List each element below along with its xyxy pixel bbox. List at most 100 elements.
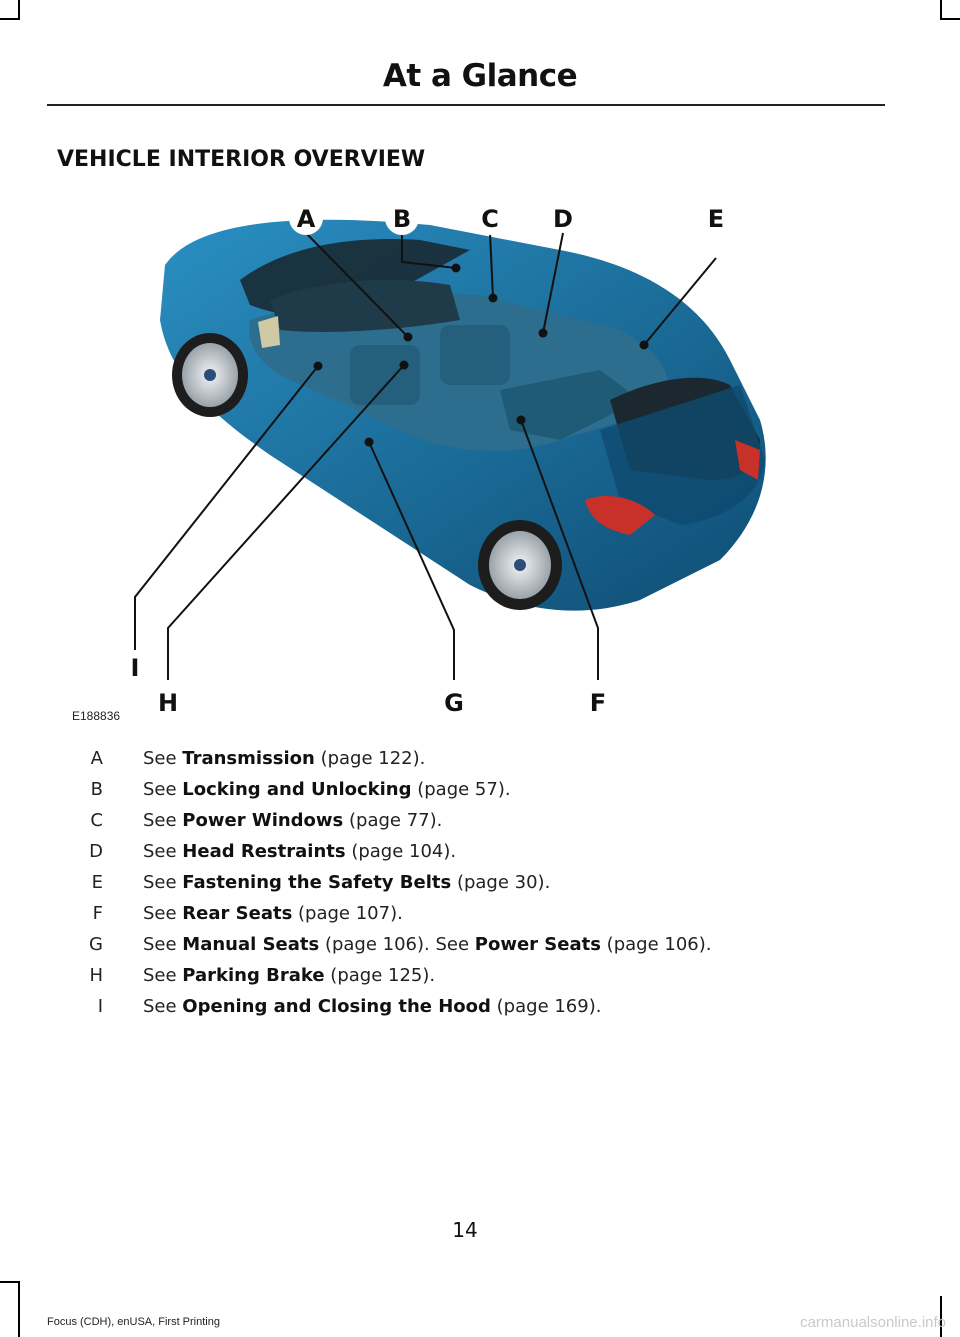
legend-row: A See Transmission (page 122). bbox=[60, 748, 920, 779]
legend-text: See Fastening the Safety Belts (page 30)… bbox=[143, 872, 550, 893]
legend-row: H See Parking Brake (page 125). bbox=[60, 965, 920, 996]
vehicle-interior-figure: A B C D E F G H I bbox=[131, 201, 766, 717]
dashboard bbox=[270, 280, 460, 332]
front-seat bbox=[350, 345, 420, 405]
crop-mark bbox=[18, 1281, 20, 1337]
cross-reference-link[interactable]: Parking Brake bbox=[182, 965, 325, 986]
cross-reference-link[interactable]: Head Restraints bbox=[182, 841, 346, 862]
callout-label-i: I bbox=[131, 654, 140, 682]
legend-text-part: See bbox=[143, 965, 183, 986]
legend-text-part: See bbox=[143, 779, 183, 800]
callout-label-b: B bbox=[393, 205, 411, 233]
legend-text-part: (page 57). bbox=[411, 779, 511, 800]
section-heading: VEHICLE INTERIOR OVERVIEW bbox=[57, 147, 426, 172]
legend-row: B See Locking and Unlocking (page 57). bbox=[60, 779, 920, 810]
crop-mark bbox=[942, 18, 960, 20]
legend-key: H bbox=[89, 965, 103, 986]
callout-label-d: D bbox=[553, 205, 573, 233]
callout-label-c: C bbox=[481, 205, 499, 233]
legend-text-part: See bbox=[143, 996, 183, 1017]
legend-text-part: See bbox=[143, 872, 183, 893]
car-illustration bbox=[160, 219, 766, 611]
leader-h bbox=[167, 364, 405, 680]
rear-seat bbox=[500, 370, 640, 440]
legend-text-part: (page 104). bbox=[345, 841, 457, 862]
cross-reference-link[interactable]: Rear Seats bbox=[182, 903, 293, 924]
taillight bbox=[585, 495, 655, 535]
legend-text: See Opening and Closing the Hood (page 1… bbox=[143, 996, 601, 1017]
legend-key: G bbox=[89, 934, 103, 955]
crop-mark bbox=[940, 1296, 942, 1337]
page-header-title: At a Glance bbox=[382, 58, 578, 94]
legend-text-part: See bbox=[143, 841, 183, 862]
callout-label-a: A bbox=[297, 205, 316, 233]
legend-row: E See Fastening the Safety Belts (page 30… bbox=[60, 872, 920, 903]
legend-row: G See Manual Seats (page 106). See Power … bbox=[60, 934, 920, 965]
legend-text: See Locking and Unlocking (page 57). bbox=[143, 779, 511, 800]
leader-f bbox=[520, 419, 599, 680]
wheel-hub bbox=[204, 369, 216, 381]
legend-key: E bbox=[91, 872, 103, 893]
legend-text: See Rear Seats (page 107). bbox=[143, 903, 403, 924]
legend-key: F bbox=[92, 903, 103, 924]
legend-row: F See Rear Seats (page 107). bbox=[60, 903, 920, 934]
leader-e bbox=[643, 257, 717, 346]
wheel-hub bbox=[514, 559, 526, 571]
cross-reference-link[interactable]: Opening and Closing the Hood bbox=[182, 996, 491, 1017]
header-divider bbox=[47, 104, 885, 106]
legend-text-part: (page 122). bbox=[314, 748, 426, 769]
leader-a bbox=[305, 232, 409, 338]
cross-reference-link[interactable]: Power Windows bbox=[182, 810, 344, 831]
callout-legend: A See Transmission (page 122). B See Lockin… bbox=[60, 748, 920, 1027]
cross-reference-link[interactable]: Manual Seats bbox=[182, 934, 320, 955]
watermark: carmanualsonline.info bbox=[800, 1314, 946, 1331]
legend-text-part: (page 169). bbox=[490, 996, 602, 1017]
legend-row: C See Power Windows (page 77). bbox=[60, 810, 920, 841]
legend-text: See Head Restraints (page 104). bbox=[143, 841, 456, 862]
crop-mark bbox=[0, 1281, 18, 1283]
tailgate bbox=[600, 385, 765, 525]
crop-mark bbox=[0, 18, 18, 20]
leader-b bbox=[401, 233, 457, 269]
legend-text-part: See bbox=[143, 903, 183, 924]
legend-text-part: (page 106). bbox=[600, 934, 712, 955]
callout-label-f: F bbox=[590, 689, 606, 717]
callout-label-e: E bbox=[708, 205, 724, 233]
legend-key: A bbox=[90, 748, 103, 769]
footer-text: Focus (CDH), enUSA, First Printing bbox=[47, 1316, 220, 1328]
legend-text-part: See bbox=[143, 934, 183, 955]
side-mirror bbox=[258, 316, 280, 348]
legend-text-part: (page 77). bbox=[343, 810, 443, 831]
callout-leaders bbox=[134, 232, 717, 680]
legend-text: See Manual Seats (page 106). See Power S… bbox=[143, 934, 711, 955]
callout-label-g: G bbox=[444, 689, 464, 717]
legend-text-part: (page 107). bbox=[292, 903, 403, 924]
taillight bbox=[735, 440, 760, 480]
legend-key: D bbox=[89, 841, 103, 862]
callout-dots bbox=[313, 263, 649, 447]
legend-key: C bbox=[90, 810, 103, 831]
legend-text-part: See bbox=[143, 810, 183, 831]
cross-reference-link[interactable]: Transmission bbox=[182, 748, 315, 769]
figure-id: E188836 bbox=[72, 709, 121, 723]
legend-text: See Transmission (page 122). bbox=[143, 748, 425, 769]
crop-mark bbox=[18, 0, 20, 20]
legend-text-part: (page 125). bbox=[324, 965, 436, 986]
leader-i bbox=[134, 365, 319, 650]
callout-badges bbox=[289, 201, 507, 235]
legend-key: I bbox=[97, 996, 103, 1017]
cross-reference-link[interactable]: Power Seats bbox=[474, 934, 601, 955]
callout-label-h: H bbox=[158, 689, 178, 717]
legend-row: I See Opening and Closing the Hood (page … bbox=[60, 996, 920, 1027]
legend-key: B bbox=[90, 779, 103, 800]
cross-reference-link[interactable]: Fastening the Safety Belts bbox=[182, 872, 452, 893]
legend-text: See Power Windows (page 77). bbox=[143, 810, 442, 831]
legend-text-part: See bbox=[143, 748, 183, 769]
legend-text: See Parking Brake (page 125). bbox=[143, 965, 435, 986]
cross-reference-link[interactable]: Locking and Unlocking bbox=[182, 779, 412, 800]
front-seat bbox=[440, 325, 510, 385]
legend-row: D See Head Restraints (page 104). bbox=[60, 841, 920, 872]
legend-text-part: (page 106). See bbox=[319, 934, 475, 955]
leader-g bbox=[368, 441, 455, 680]
leader-c bbox=[489, 232, 494, 299]
